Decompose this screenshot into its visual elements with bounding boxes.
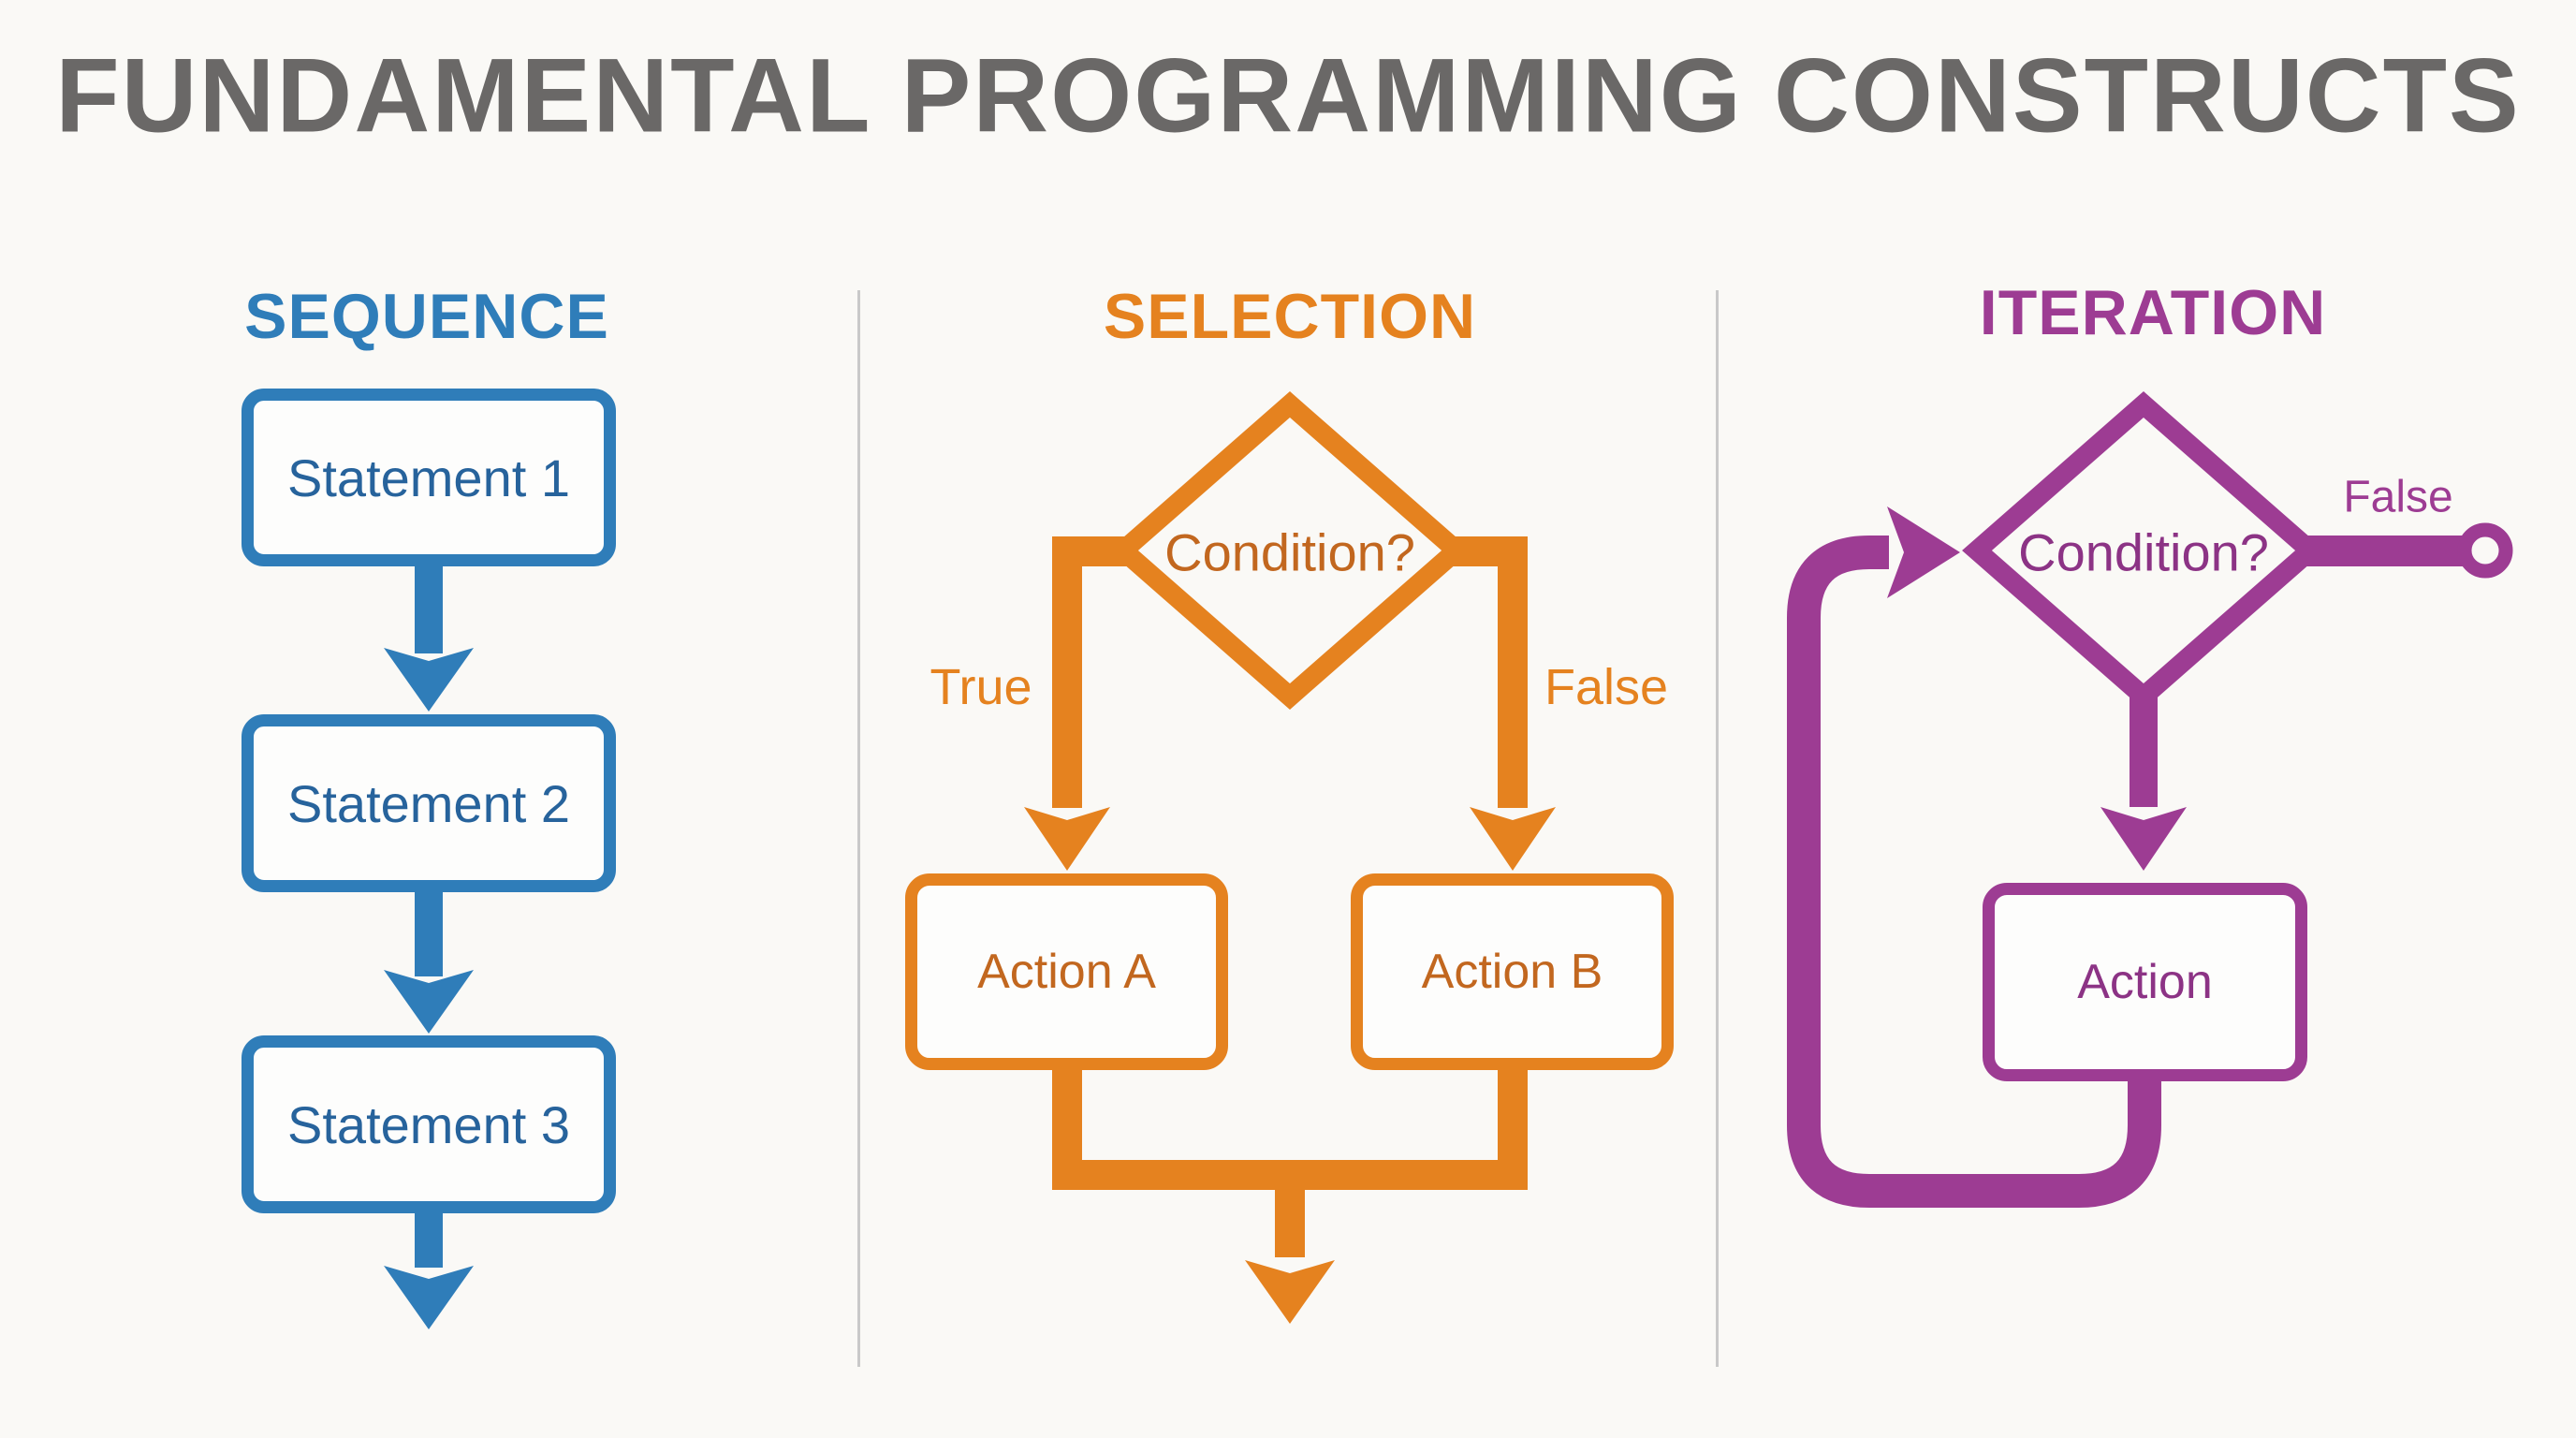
arrow-head-down [384, 648, 474, 712]
page-title: FUNDAMENTAL PROGRAMMING CONSTRUCTS [55, 37, 2521, 154]
column-divider [1716, 290, 1719, 1367]
sequence-flow-arrows [384, 565, 474, 1329]
selection-false-label: False [1544, 659, 1669, 715]
false-exit-line [2298, 536, 2465, 566]
sequence-header: SEQUENCE [244, 281, 609, 352]
sequence-statement-2-box: Statement 2 [242, 714, 616, 892]
terminator-ring-icon [2457, 522, 2513, 579]
selection-false-branch [1453, 536, 1556, 871]
sequence-statement-3-label: Statement 3 [287, 1094, 570, 1154]
arrow-head-right [1887, 506, 1960, 598]
arrow-head-down [1024, 807, 1110, 871]
column-divider [857, 290, 860, 1367]
arrow-stem [1052, 536, 1082, 808]
selection-true-label: True [929, 659, 1032, 715]
iteration-loop-back [1787, 506, 2161, 1208]
selection-condition-label: Condition? [1164, 522, 1415, 582]
sequence-statement-1-label: Statement 1 [287, 448, 570, 507]
selection-action-b-box: Action B [1351, 873, 1674, 1070]
iteration-false-exit [2298, 522, 2513, 579]
arrow-head-down [1470, 807, 1556, 871]
iteration-false-label: False [2343, 472, 2453, 522]
arrow-stem [415, 1211, 443, 1268]
selection-merge-arrow [1052, 1068, 1528, 1324]
sequence-statement-3-box: Statement 3 [242, 1035, 616, 1213]
iteration-body-arrow [2100, 697, 2187, 871]
iteration-header: ITERATION [1979, 277, 2327, 348]
iteration-action-box: Action [1983, 883, 2307, 1081]
selection-condition-diamond [1108, 391, 1471, 710]
arrow-stem [1498, 536, 1528, 808]
sequence-statement-1-box: Statement 1 [242, 389, 616, 566]
selection-action-a-box: Action A [905, 873, 1228, 1070]
selection-action-a-label: Action A [977, 945, 1156, 999]
selection-header: SELECTION [1103, 281, 1477, 352]
arrow-stem [415, 890, 443, 976]
arrow-head-down [1245, 1260, 1335, 1324]
loop-path [1787, 536, 2161, 1208]
arrow-stem [2130, 697, 2158, 807]
iteration-action-label: Action [2077, 955, 2213, 1009]
selection-action-b-label: Action B [1421, 945, 1603, 999]
arrow-head-down [2100, 807, 2187, 871]
selection-true-branch [1024, 536, 1127, 871]
arrow-stem [1275, 1190, 1305, 1257]
sequence-statement-2-label: Statement 2 [287, 773, 570, 833]
arrow-head-down [384, 970, 474, 1034]
merge-bar [1052, 1160, 1528, 1190]
arrow-stem [415, 565, 443, 653]
iteration-condition-label: Condition? [2018, 522, 2269, 582]
arrow-head-down [384, 1266, 474, 1329]
